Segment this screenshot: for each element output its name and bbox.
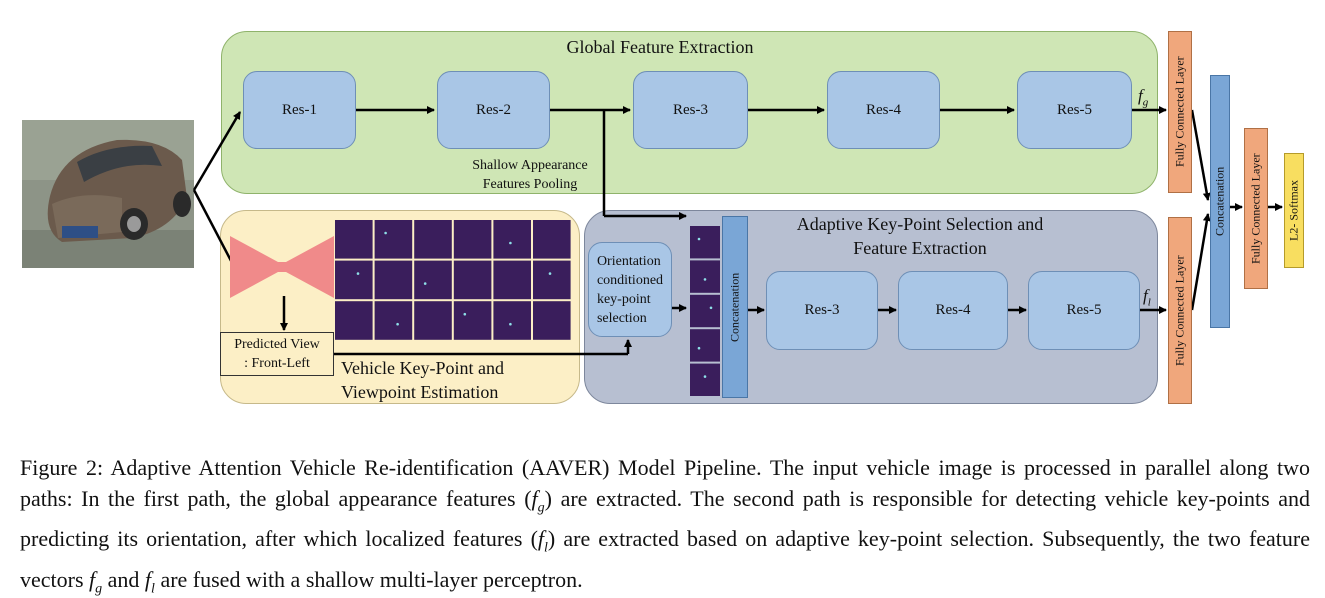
keypoint-dot: [697, 237, 701, 241]
res-block-global-4: Res-4: [827, 71, 940, 149]
heatmap-cell: [453, 260, 492, 300]
heatmap-cell: [335, 301, 373, 340]
res-block-local-4: Res-4: [898, 271, 1008, 350]
stack-heatmap-cell: [690, 226, 720, 259]
heatmap-cell: [533, 260, 571, 300]
local-concatenation-bar: Concatenation: [722, 216, 748, 398]
keypoint-dot: [384, 231, 387, 235]
orientation-line-1: Orientation: [596, 253, 661, 269]
orientation-line-4: selection: [596, 310, 647, 326]
keypoint-dot: [548, 272, 552, 275]
input-vehicle-image: [22, 120, 194, 268]
stack-heatmap-cell: [690, 363, 720, 396]
heatmap-cell: [493, 301, 531, 340]
keypoint-region-title-line1: Vehicle Key-Point and: [341, 358, 504, 378]
heatmap-cell: [335, 260, 373, 300]
orientation-line-2: conditioned: [596, 272, 664, 288]
predicted-view-label: Predicted View: [234, 337, 320, 352]
heatmap-cell: [414, 260, 452, 300]
keypoint-dot: [356, 272, 360, 275]
keypoint-dot: [423, 282, 427, 285]
figure-caption: Figure 2: Adaptive Attention Vehicle Re-…: [20, 452, 1310, 598]
keypoint-dot: [709, 306, 713, 310]
keypoint-heatmap-grid: [335, 220, 571, 340]
keypoint-dot: [509, 322, 512, 326]
pooling-label-line1: Shallow Appearance: [472, 158, 588, 173]
fc-layer-fusion: Fully Connected Layer: [1244, 128, 1268, 289]
keypoint-dot: [697, 346, 701, 350]
local-output-label: fl: [1143, 286, 1151, 309]
global-output-label: fg: [1138, 86, 1149, 109]
adaptive-region-title-line2: Feature Extraction: [853, 238, 987, 258]
caption-text: Figure 2: Adaptive Attention Vehicle Re-…: [20, 455, 1311, 597]
pooling-label-line2: Features Pooling: [482, 177, 578, 192]
heatmap-cell: [493, 260, 531, 300]
heatmap-cell: [453, 301, 492, 340]
keypoint-dot: [463, 312, 467, 316]
global-region-title: Global Feature Extraction: [566, 37, 754, 57]
fc-layer-global: Fully Connected Layer: [1168, 31, 1192, 193]
heatmap-cell: [533, 301, 571, 340]
heatmap-cell: [533, 220, 571, 259]
heatmap-cell: [453, 220, 492, 259]
heatmap-cell: [414, 301, 452, 340]
keypoint-dot: [509, 241, 512, 245]
res-block-global-1: Res-1: [243, 71, 356, 149]
heatmap-cell: [414, 220, 452, 259]
orientation-line-3: key-point: [596, 291, 651, 307]
stack-heatmap-cell: [690, 260, 720, 293]
fc-layer-local: Fully Connected Layer: [1168, 217, 1192, 404]
stack-heatmap-cell: [690, 294, 720, 328]
heatmap-cell: [374, 260, 413, 300]
selected-heatmap-stack: [690, 226, 720, 396]
heatmap-cell: [493, 220, 531, 259]
res-block-local-5: Res-5: [1028, 271, 1140, 350]
stack-heatmap-cell: [690, 329, 720, 362]
keypoint-dot: [396, 322, 399, 326]
keypoint-dot: [703, 375, 707, 378]
adaptive-region-title-line1: Adaptive Key-Point Selection and: [796, 214, 1044, 234]
heatmap-cell: [374, 301, 413, 340]
keypoint-dot: [703, 278, 707, 281]
keypoint-region-title-line2: Viewpoint Estimation: [341, 382, 499, 402]
fusion-concatenation-bar: Concatenation: [1210, 75, 1230, 328]
heatmap-cell: [335, 220, 373, 259]
heatmap-cell: [374, 220, 413, 259]
res-block-local-3: Res-3: [766, 271, 878, 350]
orientation-selection-block: Orientation conditioned key-point select…: [588, 242, 672, 337]
res-block-global-3: Res-3: [633, 71, 748, 149]
res-block-global-2: Res-2: [437, 71, 550, 149]
res-block-global-5: Res-5: [1017, 71, 1132, 149]
hourglass-network-icon: [230, 236, 334, 298]
predicted-view-value: : Front-Left: [244, 356, 310, 371]
predicted-view-box: Predicted View : Front-Left: [220, 332, 334, 376]
l2-softmax-block: L2- Softmax: [1284, 153, 1304, 268]
